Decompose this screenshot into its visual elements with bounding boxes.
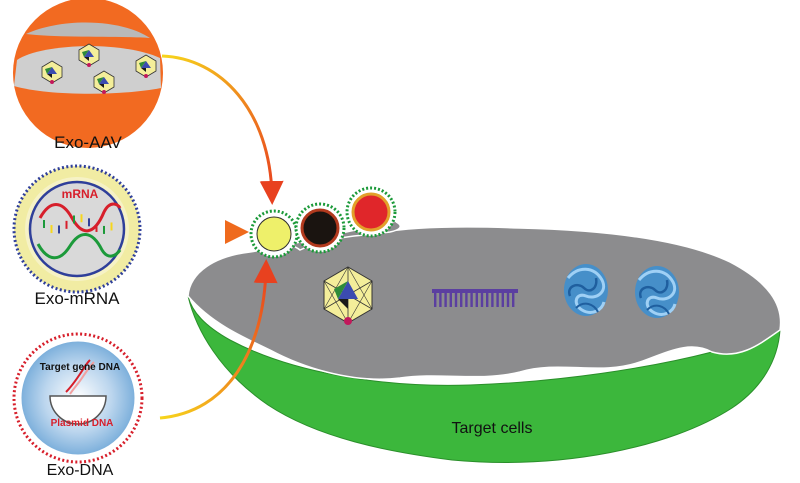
mrna-label: mRNA [62,187,99,201]
mrna-tooth [460,293,463,307]
mrna-tooth [449,293,452,307]
mrna-green-strand [36,233,122,260]
aav-particle-icon [41,60,63,84]
cell-green-base [187,295,781,463]
mrna-strand-in-cell [432,289,518,307]
docked-vesicle-black [294,202,346,254]
mrna-tooth [486,293,489,307]
plasmid-half-circle [49,395,107,425]
target-gene-dna-label: Target gene DNA [40,362,120,373]
mrna-red-strand [38,202,122,233]
mrna-tooth [444,293,447,307]
mrna-tooth [496,293,499,307]
aav-particle-icon [78,43,100,67]
mrna-tooth [439,293,442,307]
exo-dna-vesicle [12,332,144,464]
target-cells-label: Target cells [452,420,533,437]
protein-blob-2 [635,266,679,318]
docked-vesicle-yellow [249,209,299,259]
dna-helix-icon [65,359,91,393]
exo-mrna-label: Exo-mRNA [34,289,120,308]
mrna-tooth [501,293,504,307]
aav-capsid-in-cell [323,266,373,325]
aav-particle-icon [135,54,157,78]
protein-blob-1 [564,264,608,316]
mrna-tooth [470,293,473,307]
docked-vesicle-red [345,186,397,238]
plasmid-dna-label: Plasmid DNA [51,418,114,429]
mrna-tooth [512,293,515,307]
mrna-tooth [480,293,484,307]
mrna-tooth [434,293,437,307]
mrna-tooth [491,293,494,307]
mrna-tooth [454,293,458,307]
exo-mrna-vesicle [12,164,142,294]
mrna-tooth [465,293,468,307]
arrow-from-aav [161,54,284,205]
exo-dna-label: Exo-DNA [47,462,114,479]
mrna-tooth [475,293,478,307]
arrow-from-dna [159,259,278,420]
aav-particle-icon [93,70,115,94]
mrna-tooth [506,293,510,307]
exo-aav-label: Exo-AAV [54,133,122,152]
